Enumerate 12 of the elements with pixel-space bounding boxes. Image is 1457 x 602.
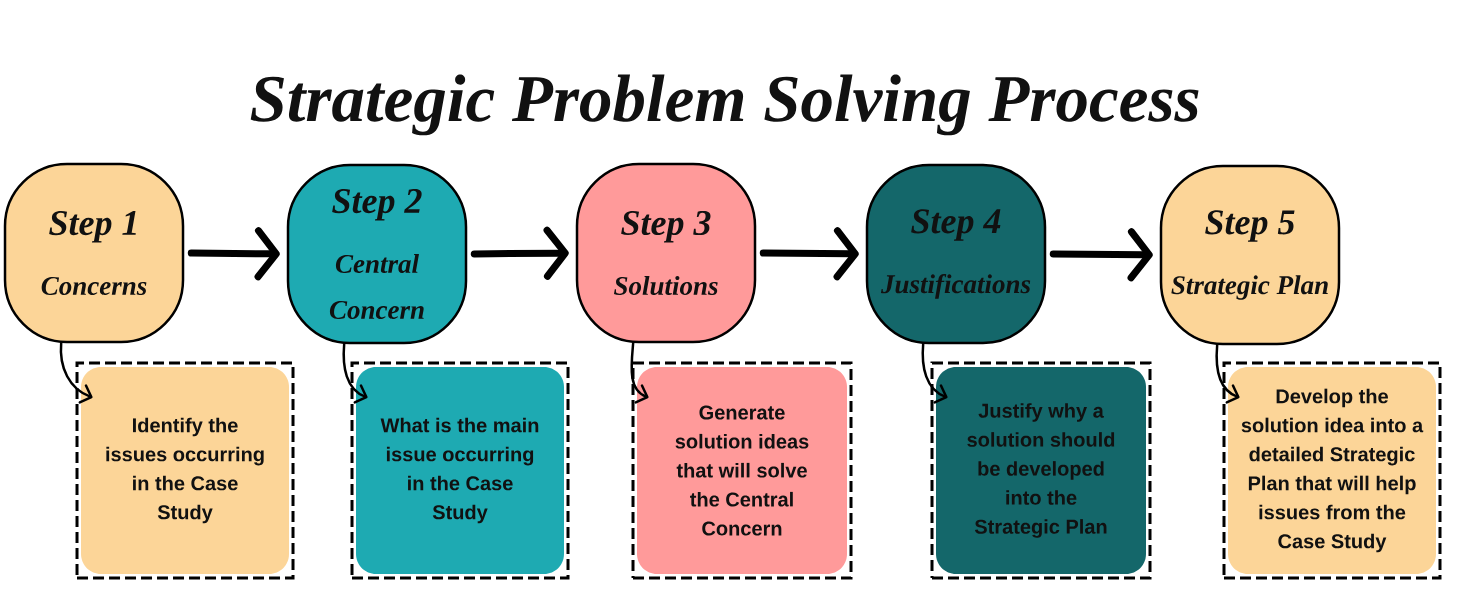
arrow [1049, 228, 1153, 282]
description-box: Generate solution ideas that will solve the Central Concern [631, 361, 853, 580]
curved-arrow [342, 343, 368, 404]
title: Strategic Problem Solving Process [250, 74, 1199, 136]
curved-arrow [630, 342, 649, 404]
description-box: Develop the solution idea into a detailed Strategic Plan that will help issues from the Case Study [1222, 361, 1442, 580]
description-box: Identify the issues occurring in the Case Study [75, 361, 295, 580]
curved-arrow [1215, 344, 1240, 404]
curved-arrow [59, 342, 93, 404]
curved-arrow [921, 343, 948, 404]
description-box: Justify why a solution should be developed into the Strategic Plan [930, 361, 1152, 580]
description-box: What is the main issue occurring in the Case Study [350, 361, 570, 580]
